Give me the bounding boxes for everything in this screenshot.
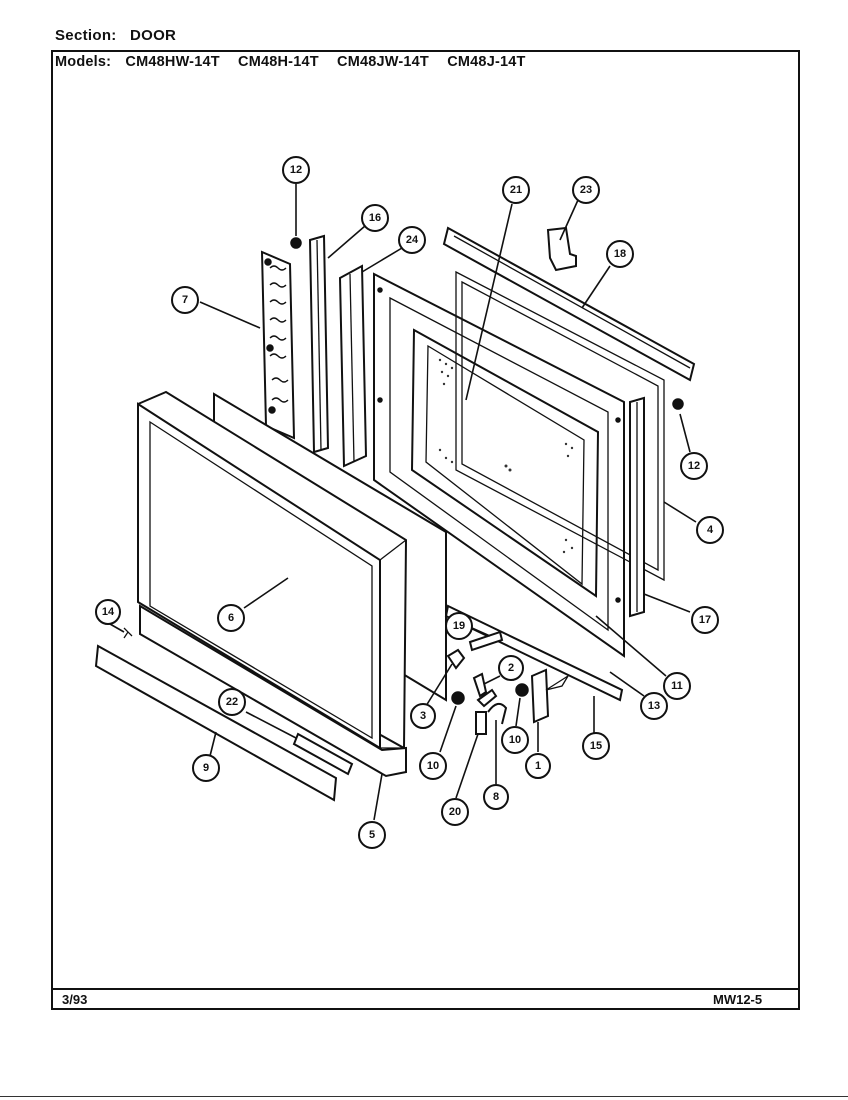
models-label: Models: — [55, 54, 112, 70]
callout-number: 17 — [699, 614, 711, 626]
callout-8: 8 — [483, 784, 509, 810]
latch-part — [446, 648, 466, 670]
callout-16: 16 — [361, 204, 389, 232]
callout-number: 1 — [535, 760, 541, 772]
callout-number: 22 — [226, 696, 238, 708]
callout-13: 13 — [640, 692, 668, 720]
top-trim-part — [442, 226, 696, 382]
callout-number: 16 — [369, 212, 381, 224]
revision-date: 3/93 — [62, 992, 88, 1007]
callout-number: 18 — [614, 248, 626, 260]
screw-part — [123, 627, 133, 639]
callout-9: 9 — [192, 754, 220, 782]
callout-6: 6 — [217, 604, 245, 632]
callout-number: 21 — [510, 184, 522, 196]
kick-plate-part — [94, 644, 338, 802]
bottom-frame-part — [139, 604, 407, 778]
callout-number: 24 — [406, 234, 419, 246]
page-code: MW12-5 — [713, 992, 763, 1007]
callout-number: 12 — [290, 164, 302, 176]
page-bottom-rule — [0, 1096, 848, 1097]
channel-part — [338, 264, 368, 468]
callout-24: 24 — [398, 226, 426, 254]
inner-door-panel-part — [373, 272, 625, 658]
callout-5: 5 — [358, 821, 386, 849]
callout-10-right: 10 — [501, 726, 529, 754]
callout-number: 13 — [648, 700, 660, 712]
clip-part — [546, 226, 577, 272]
callout-number: 6 — [228, 612, 234, 624]
leader-lines — [109, 184, 697, 821]
screw-part — [672, 398, 684, 410]
callout-number: 11 — [671, 680, 683, 692]
models-heading: Models: CM48HW-14T CM48H-14T CM48JW-14T … — [55, 54, 540, 70]
callout-number: 10 — [509, 734, 521, 746]
hook-part — [472, 672, 498, 708]
callout-7: 7 — [171, 286, 199, 314]
callout-2: 2 — [498, 655, 524, 681]
model-number: CM48HW-14T — [125, 54, 220, 70]
washer-part — [451, 691, 465, 705]
diagram-frame — [51, 50, 800, 1010]
screw-part — [290, 237, 302, 249]
callout-number: 23 — [580, 184, 592, 196]
bracket-part — [475, 711, 487, 735]
model-number: CM48JW-14T — [337, 54, 429, 70]
callout-20: 20 — [441, 798, 469, 826]
right-trim-part — [629, 396, 645, 618]
door-gasket-part — [455, 270, 665, 582]
callout-number: 2 — [508, 662, 514, 674]
callout-3: 3 — [410, 703, 436, 729]
section-heading: Section: DOOR — [55, 27, 176, 44]
callout-18: 18 — [606, 240, 634, 268]
small-bar-part — [292, 732, 354, 776]
callout-number: 14 — [102, 606, 115, 618]
callout-number: 7 — [182, 294, 188, 306]
callout-10-left: 10 — [419, 752, 447, 780]
callout-21: 21 — [502, 176, 530, 204]
latch-plate-part — [530, 668, 569, 724]
callout-19: 19 — [445, 612, 473, 640]
callout-number: 20 — [449, 806, 461, 818]
callout-12-top: 12 — [282, 156, 310, 184]
bottom-bar-part — [444, 604, 624, 702]
model-number: CM48H-14T — [238, 54, 319, 70]
callout-number: 10 — [427, 760, 439, 772]
hinge-bracket-part — [260, 250, 296, 440]
callout-12-right: 12 — [680, 452, 708, 480]
callout-number: 15 — [590, 740, 602, 752]
callout-1: 1 — [525, 753, 551, 779]
footer-divider — [51, 988, 800, 990]
callout-23: 23 — [572, 176, 600, 204]
section-value: DOOR — [129, 27, 177, 44]
model-number: CM48J-14T — [447, 54, 526, 70]
washer-part — [515, 683, 529, 697]
section-label: Section: — [55, 27, 117, 44]
callout-17: 17 — [691, 606, 719, 634]
callout-22: 22 — [218, 688, 246, 716]
callout-number: 12 — [688, 460, 700, 472]
callout-11: 11 — [663, 672, 691, 700]
callout-number: 5 — [369, 829, 375, 841]
callout-4: 4 — [696, 516, 724, 544]
spring-part — [487, 702, 508, 725]
callout-15: 15 — [582, 732, 610, 760]
callout-number: 3 — [420, 710, 426, 722]
callout-number: 8 — [493, 791, 499, 803]
callout-number: 19 — [453, 620, 465, 632]
callout-number: 4 — [707, 524, 714, 536]
side-trim-part — [308, 234, 330, 454]
callout-14: 14 — [95, 599, 121, 625]
callout-number: 9 — [203, 762, 209, 774]
